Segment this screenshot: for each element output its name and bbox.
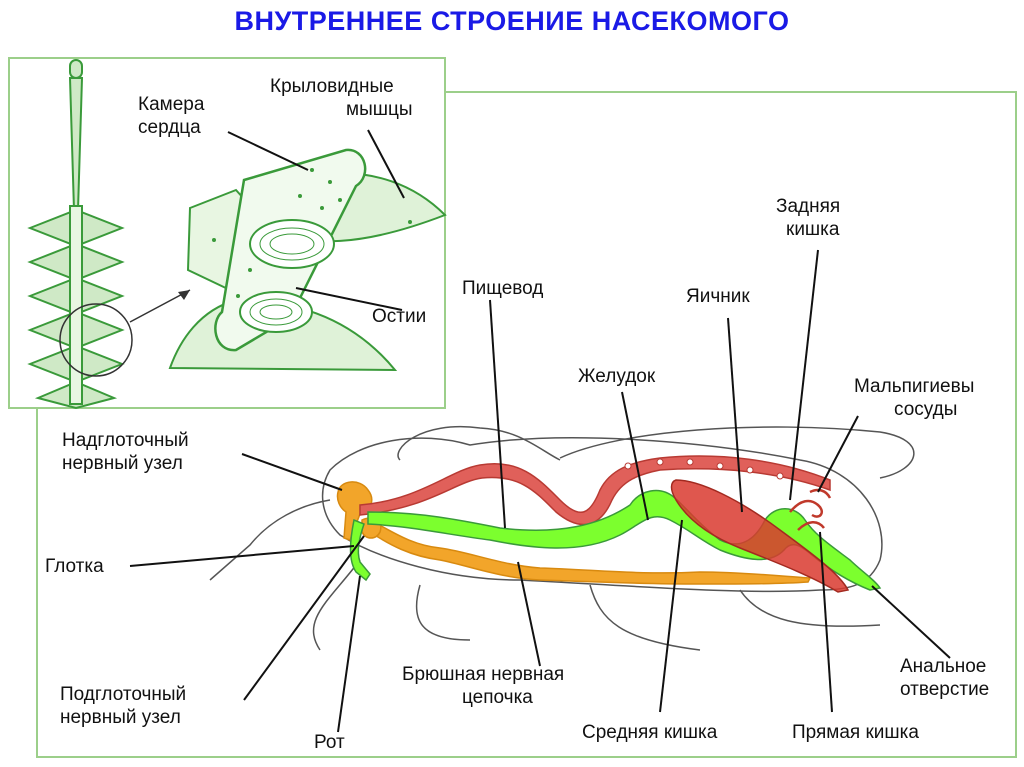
label-hindgut: Задняя кишка	[776, 196, 845, 240]
label-ovary: Яичник	[686, 286, 750, 307]
label-midgut: Средняя кишка	[582, 722, 718, 743]
label-rectum: Прямая кишка	[792, 722, 919, 743]
label-supraesophageal: Надглоточный нервный узел	[62, 430, 194, 474]
label-wing-muscles: Крыловидные мышцы	[270, 76, 413, 120]
label-pharynx: Глотка	[45, 556, 104, 577]
heart-chamber-figure	[170, 150, 445, 370]
label-heart-chamber: Камера сердца	[138, 94, 210, 138]
label-stomach: Желудок	[578, 366, 656, 387]
label-subesophageal: Подглоточный нервный узел	[60, 684, 191, 728]
label-malpighian: Мальпигиевы сосуды	[854, 376, 980, 420]
label-esophagus: Пищевод	[462, 278, 543, 299]
label-anus: Анальное отверстие	[900, 656, 992, 700]
dorsal-vessel	[360, 456, 830, 524]
label-mouth: Рот	[314, 732, 345, 753]
label-ventral-cord: Брюшная нервная цепочка	[402, 664, 570, 708]
main-diagram-frame	[37, 92, 1016, 757]
label-ostia: Остии	[372, 306, 426, 327]
